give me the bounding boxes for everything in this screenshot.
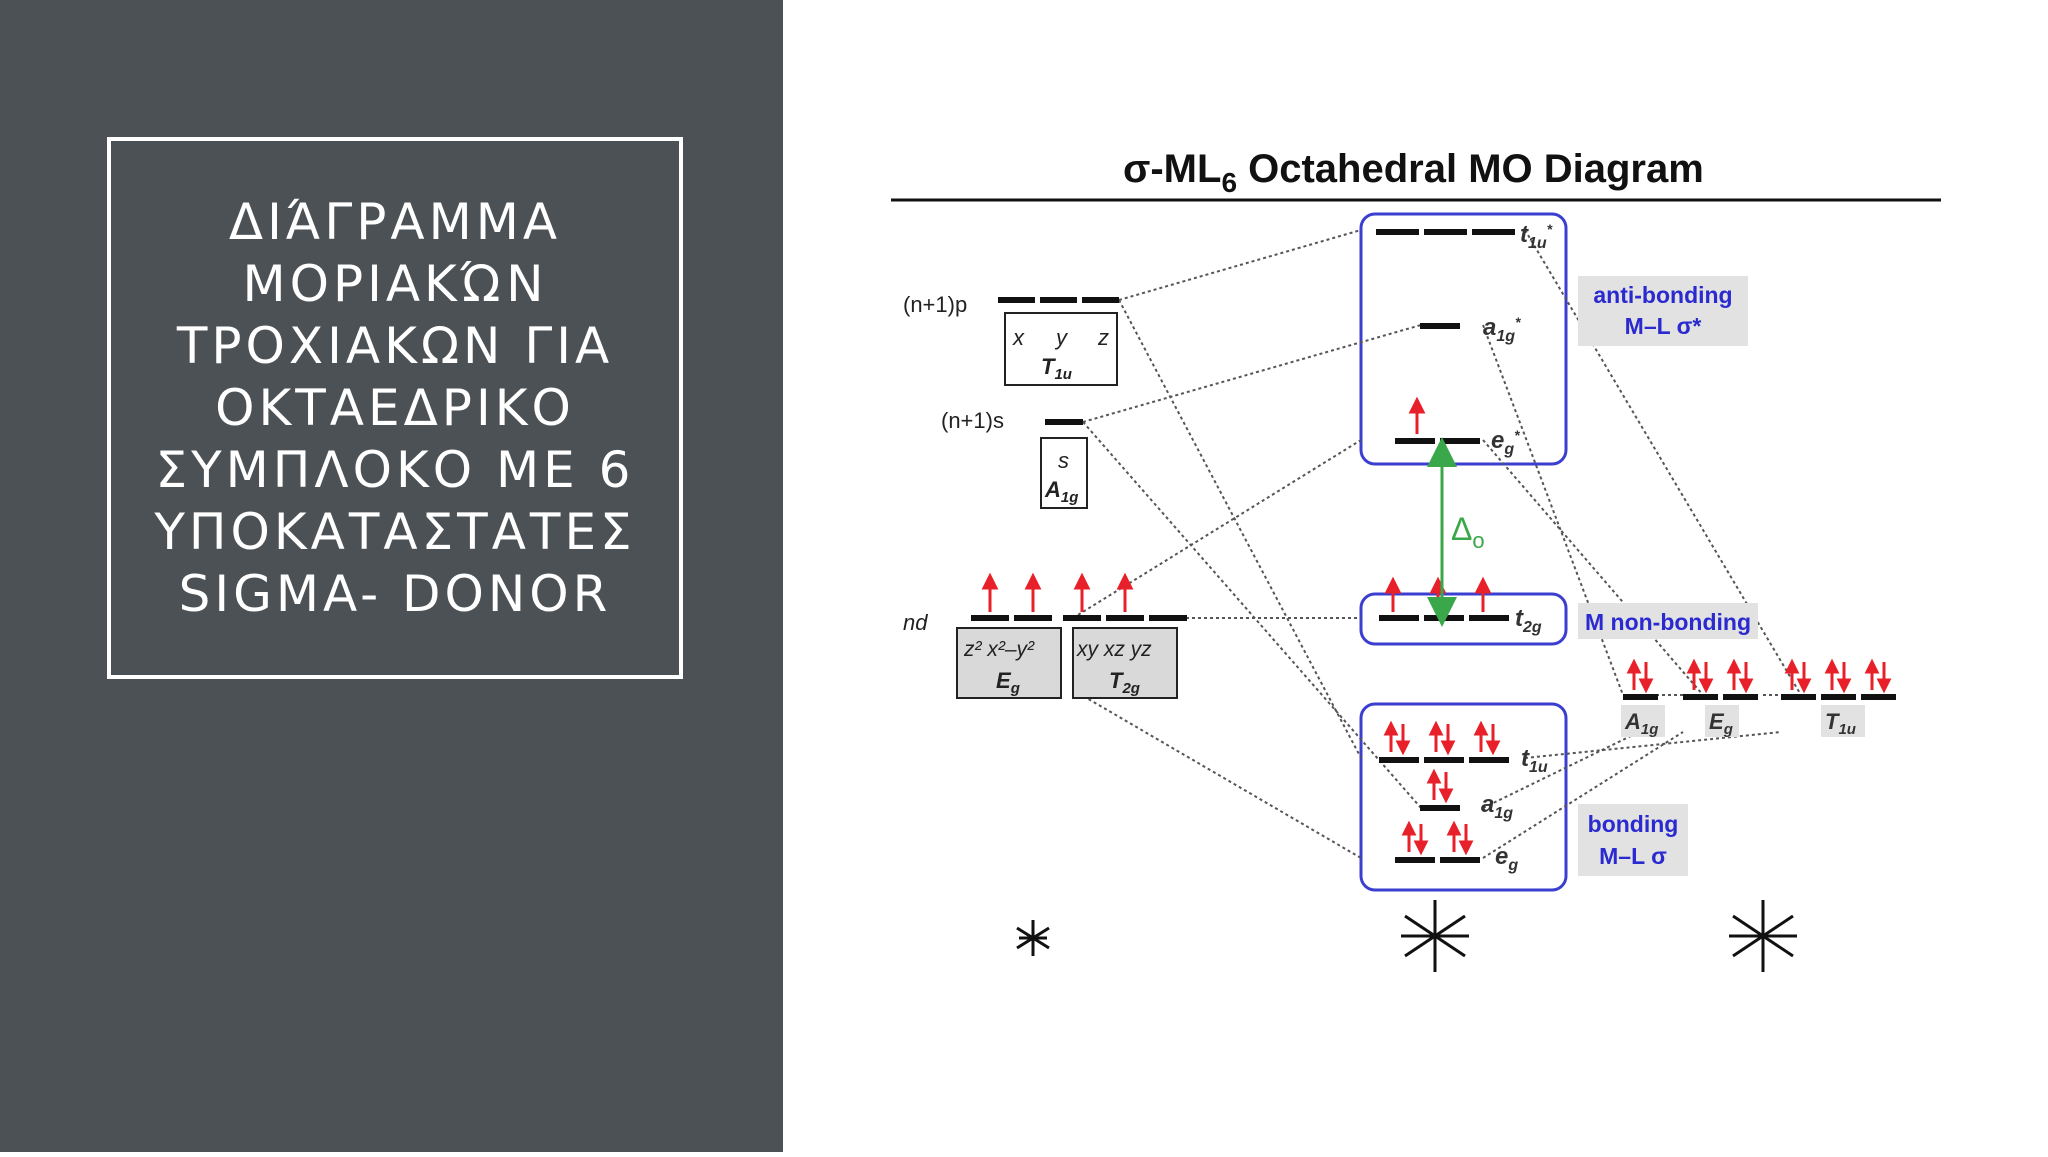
electron-pair [1686, 658, 1714, 694]
antibonding-label-line1: anti-bonding [1593, 282, 1732, 308]
electron-pair [1383, 720, 1411, 756]
electron-pair [1446, 820, 1474, 856]
bonding-label-line2: M–L σ [1599, 843, 1667, 869]
electron-pair [1784, 658, 1812, 694]
ligand-a1g-bg [1621, 705, 1665, 737]
metal-p-label: (n+1)p [903, 292, 967, 317]
metal-s-symmetry: A1g [1044, 477, 1078, 506]
ligand-t1u-bg [1821, 705, 1865, 737]
metal-eg-box [956, 627, 1062, 699]
antibonding-label-bg [1578, 276, 1748, 346]
title-frame: ΔΙΆΓΡΑΜΜΑ ΜΟΡΙΑΚΏΝ ΤΡΟΧΙΑΚΩΝ ΓΙΑ ΟΚΤΑΕΔΡ… [107, 137, 683, 679]
ligand-eg-bg [1705, 705, 1739, 737]
metal-t2g-box [1072, 627, 1178, 699]
electron-pair [1626, 658, 1654, 694]
metal-p-symmetry: T1u [1041, 354, 1072, 383]
metal-p-x: x [1012, 325, 1025, 350]
antibonding-label-line2: M–L σ* [1625, 313, 1702, 339]
electron-up-arrow [1024, 572, 1042, 612]
bonding-label-bg [1578, 804, 1688, 876]
mo-electrons [1384, 396, 1492, 612]
metal-s-label: (n+1)s [941, 408, 1004, 433]
electron-pair [1473, 720, 1501, 756]
diagram-title: σ-ML6 Octahedral MO Diagram [1123, 147, 1704, 198]
nonbonding-label: M non-bonding [1585, 609, 1751, 635]
mo-electron-pairs [1383, 720, 1501, 856]
correlation-lines [1072, 229, 1802, 859]
electron-pair [1426, 768, 1454, 804]
electron-up-arrow [1073, 572, 1091, 612]
electron-pair [1428, 720, 1456, 756]
nonbonding-label-bg [1578, 603, 1758, 639]
complex-icon [1401, 900, 1469, 972]
metal-s-box [1040, 437, 1088, 509]
metal-t2g-symmetry: T2g [1109, 668, 1140, 697]
metal-d-label: nd [903, 610, 928, 635]
electron-pair [1864, 658, 1892, 694]
mo-t2g-label: t2g [1515, 605, 1542, 636]
slide-title: ΔΙΆΓΡΑΜΜΑ ΜΟΡΙΑΚΏΝ ΤΡΟΧΙΑΚΩΝ ΓΙΑ ΟΚΤΑΕΔΡ… [154, 193, 636, 623]
metal-eg-symmetry: Eg [996, 668, 1020, 697]
ligand-set-icon [1729, 900, 1797, 972]
metal-d-electrons [981, 572, 1134, 612]
metal-t2g-components: xy xz yz [1076, 638, 1152, 661]
metal-eg-components: z² x²–y² [963, 638, 1035, 661]
metal-center-icon [1016, 920, 1050, 956]
electron-up-arrow [981, 572, 999, 612]
electron-pair [1824, 658, 1852, 694]
mo-t1u-label: t1u [1521, 745, 1548, 776]
electron-up-arrow [1474, 576, 1492, 612]
bonding-label-line1: bonding [1588, 811, 1679, 837]
title-panel: ΔΙΆΓΡΑΜΜΑ ΜΟΡΙΑΚΏΝ ΤΡΟΧΙΑΚΩΝ ΓΙΑ ΟΚΤΑΕΔΡ… [0, 0, 783, 1152]
metal-s-component: s [1058, 448, 1069, 473]
bonding-box [1359, 702, 1568, 892]
electron-up-arrow [1408, 396, 1426, 434]
electron-pair [1401, 820, 1429, 856]
mo-diagram: σ-ML6 Octahedral MO Diagram (n+1)p [783, 0, 2048, 1152]
mo-t1u-star-label: t1u* [1520, 221, 1553, 252]
mo-eg-star-label: eg* [1491, 427, 1520, 458]
metal-p-box [1004, 312, 1118, 386]
metal-levels [971, 297, 1187, 621]
mo-eg-label: eg [1495, 843, 1518, 874]
ligand-electron-pairs [1626, 658, 1892, 694]
electron-up-arrow [1384, 576, 1402, 612]
electron-pair [1726, 658, 1754, 694]
ligand-a1g-label: A1g [1624, 709, 1658, 738]
metal-p-y: y [1054, 325, 1069, 350]
mo-a1g-star-label: a1g* [1483, 314, 1521, 345]
antibonding-box [1359, 212, 1568, 466]
mo-a1g-label: a1g [1481, 791, 1513, 822]
ligand-eg-label: Eg [1709, 709, 1733, 738]
ligand-t1u-label: T1u [1825, 709, 1856, 738]
delta-o-label: Δo [1451, 511, 1485, 553]
metal-p-z: z [1097, 325, 1109, 350]
electron-up-arrow [1116, 572, 1134, 612]
